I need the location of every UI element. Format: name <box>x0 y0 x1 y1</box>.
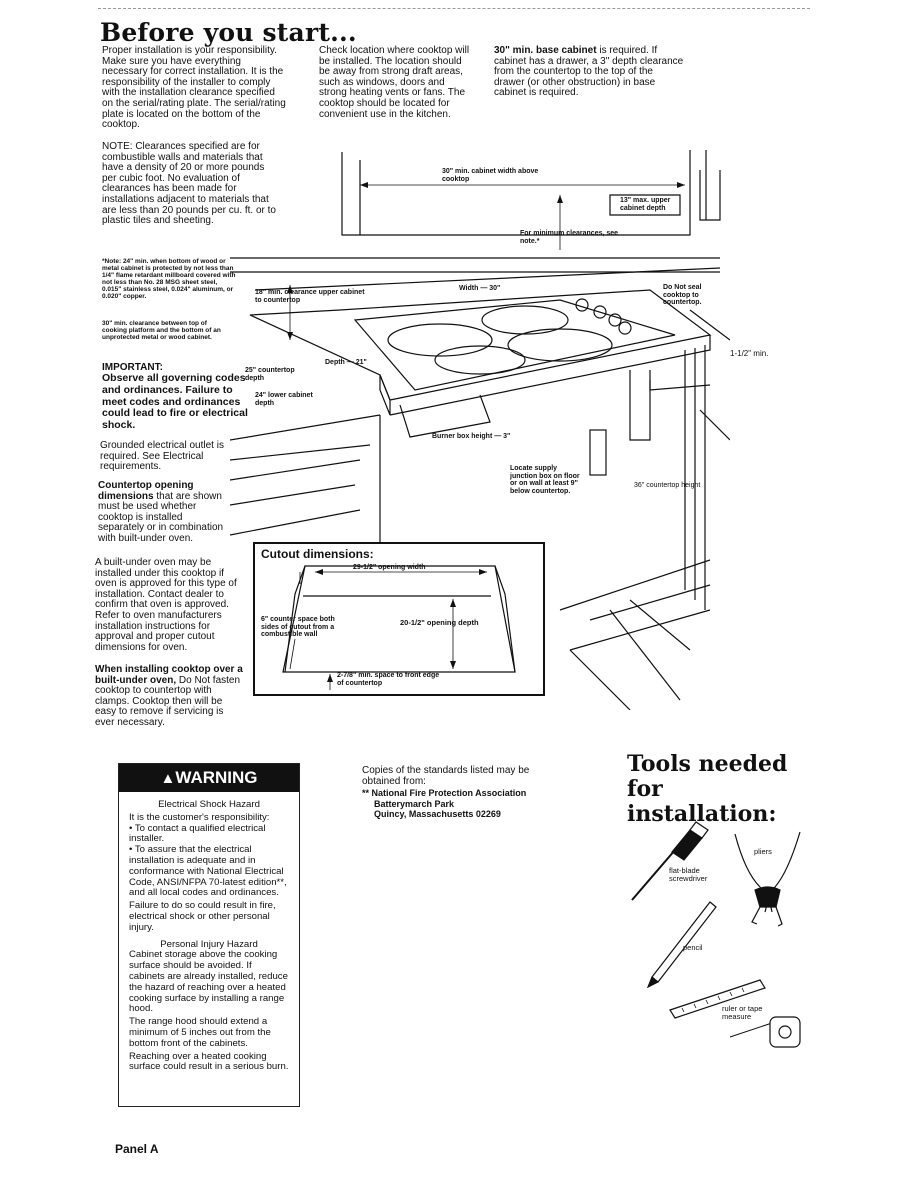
min-clearance-label: For minimum clearances, see note.* <box>520 230 619 245</box>
pencil-icon <box>646 901 717 989</box>
countertop-height-label: 36" countertop height <box>634 482 701 489</box>
cooktop <box>353 299 676 391</box>
counter-space-label: 6" counter space both sides of cutout fr… <box>261 616 335 638</box>
top-rule <box>98 8 810 9</box>
base-cabinet-text: is required. If cabinet has a drawer, a … <box>494 45 684 99</box>
tools-title: Tools needed for installation: <box>627 751 788 827</box>
standards-addr2: Quincy, Massachusetts 02269 <box>374 809 501 820</box>
do-not-seal-label: Do Not seal cooktop to countertop. <box>663 284 702 306</box>
footer-panel-label: Panel A <box>115 1142 159 1156</box>
warning-triangle-icon: ▲ <box>160 770 176 787</box>
cutout-diagram <box>282 565 516 690</box>
standards-org: ** National Fire Protection Association <box>362 788 527 799</box>
warning-box: ▲WARNING Electrical Shock Hazard It is t… <box>118 763 300 1107</box>
installation-diagram <box>230 150 730 710</box>
countertop-depth-label: 25" countertop depth <box>245 367 295 382</box>
width-30-label: Width — 30" <box>459 285 501 292</box>
important-block: IMPORTANT: Observe all governing codes a… <box>102 362 252 432</box>
burner-box-label: Burner box height — 3" <box>432 433 511 440</box>
cutout-dimensions-box: Cutout dimensions: 29-1/2" opening width… <box>253 542 545 696</box>
injury-p2: The range hood should extend a minimum o… <box>129 1016 271 1049</box>
intro-col-1: Proper installation is your responsibili… <box>102 45 286 131</box>
screwdriver-label: flat-blade screwdriver <box>669 866 708 883</box>
warning-header: ▲WARNING <box>119 764 299 792</box>
opening-width-label: 29-1/2" opening width <box>353 564 426 571</box>
shock-bullet-2: • To assure that the electrical installa… <box>129 844 287 899</box>
clearance-18-label: 18" min. clearance upper cabinet to coun… <box>255 289 365 304</box>
countertop-opening-rest: that are shown must be used whether cook… <box>98 490 224 544</box>
clamps-text: When installing cooktop over a built-und… <box>95 664 245 729</box>
standards-intro: Copies of the standards listed may be ob… <box>362 765 530 787</box>
clamps-bold: When installing cooktop over a built-und… <box>95 664 243 686</box>
ruler-icon <box>669 979 766 1019</box>
intro-col-2: Check location where cooktop will be ins… <box>319 45 470 120</box>
locate-supply-label: Locate supply junction box on floor or o… <box>510 465 580 495</box>
depth-21-label: Depth — 21" <box>325 359 367 366</box>
shock-bullet-1: • To contact a qualified electrical inst… <box>129 822 266 845</box>
standards-block: Copies of the standards listed may be ob… <box>362 765 562 820</box>
page-title: Before you start... <box>100 18 357 47</box>
tape-measure-icon <box>729 1016 801 1048</box>
important-label: IMPORTANT: <box>102 362 163 373</box>
shock-intro: It is the customer's responsibility: <box>129 811 270 823</box>
pliers-icon <box>734 831 801 927</box>
clamps-rest: Do Not fasten cooktop to countertop with… <box>95 674 241 728</box>
upper-depth-label: 13" max. upper cabinet depth <box>620 197 671 212</box>
injury-title: Personal Injury Hazard <box>160 938 258 950</box>
pencil-label: pencil <box>683 943 703 952</box>
tools-illustration <box>631 821 801 1048</box>
shock-title: Electrical Shock Hazard <box>158 799 260 810</box>
front-space-label: 2-7/8" min. space to front edge of count… <box>337 672 440 687</box>
grounded-outlet-text: Grounded electrical outlet is required. … <box>100 440 224 473</box>
note-30: 30" min. clearance between top of cookin… <box>102 320 221 341</box>
intro-col-3: 30" min. base cabinet is required. If ca… <box>494 45 686 99</box>
opening-depth-label: 20-1/2" opening depth <box>400 618 479 627</box>
screwdriver-icon <box>631 821 709 901</box>
standards-addr1: Batterymarch Park <box>374 798 455 809</box>
cutout-title: Cutout dimensions: <box>261 547 374 561</box>
cabinet-width-label: 30" min. cabinet width above cooktop <box>442 168 539 183</box>
upper-cabinet <box>341 150 691 236</box>
note-24: *Note: 24" min. when bottom of wood or m… <box>102 258 236 300</box>
injury-p3: Reaching over a heated cooking surface c… <box>129 1050 289 1073</box>
countertop-opening-text: Countertop opening dimensions that are s… <box>98 480 230 545</box>
lower-depth-label: 24" lower cabinet depth <box>255 392 313 407</box>
pliers-label: pliers <box>754 847 772 856</box>
warning-header-text: WARNING <box>175 768 258 787</box>
ruler-label: ruler or tape measure <box>722 1004 763 1021</box>
clearance-note: NOTE: Clearances specified are for combu… <box>102 141 276 227</box>
injury-p1: Cabinet storage above the cooking surfac… <box>129 949 288 1015</box>
shock-fail: Failure to do so could result in fire, e… <box>129 900 276 933</box>
warning-body: Electrical Shock Hazard It is the custom… <box>119 792 299 1079</box>
base-cabinet-bold: 30" min. base cabinet <box>494 45 597 56</box>
one-half-min-label: 1-1/2" min. <box>730 349 769 358</box>
countertop-opening-bold: Countertop opening dimensions <box>98 480 194 502</box>
built-under-text: A built-under oven may be installed unde… <box>95 557 237 653</box>
important-text: Observe all governing codes and ordinanc… <box>102 372 248 432</box>
